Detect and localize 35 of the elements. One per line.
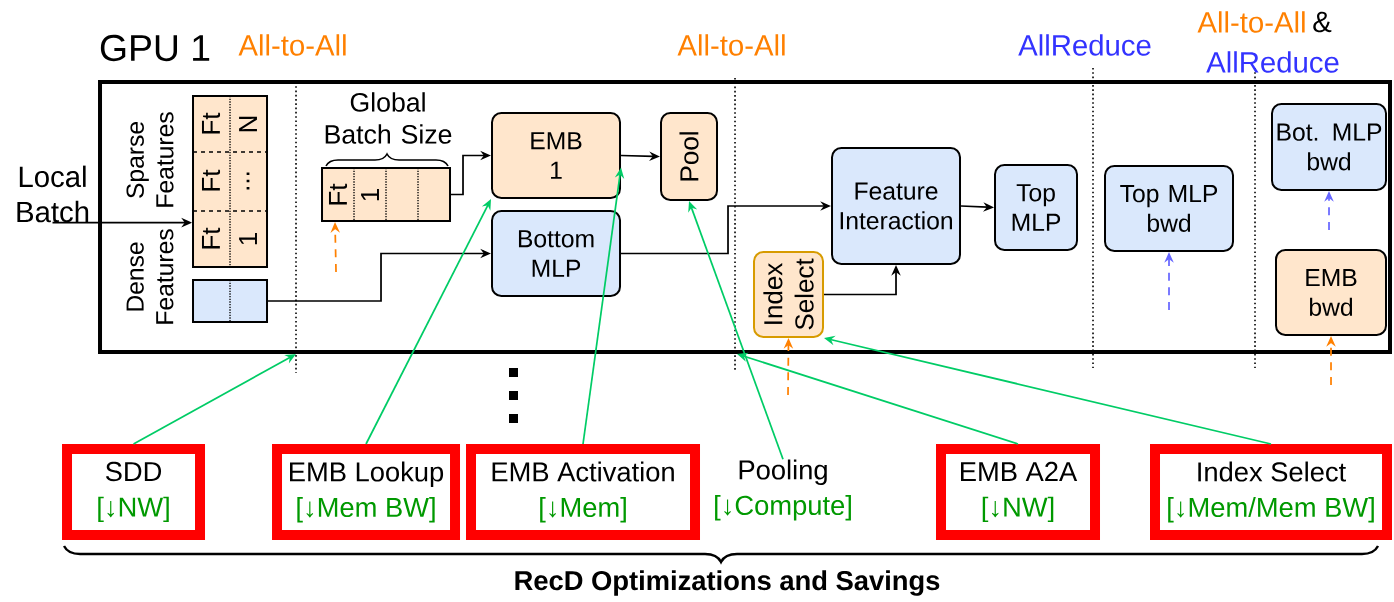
batch-label: Local Batch xyxy=(17,165,89,223)
feature-label: Dense Features xyxy=(126,229,174,324)
node-label: ... xyxy=(246,172,250,190)
node-label: Ft xyxy=(201,227,221,249)
communication-label: All-to-All xyxy=(1197,11,1305,33)
optimization-box: SDD [↓NW] xyxy=(62,444,205,540)
node-label: Ft xyxy=(201,112,221,134)
feature-label: Sparse Features xyxy=(126,112,174,207)
process-box: Bottom MLP xyxy=(491,210,621,297)
feature-table: Ft N Ft ... Ft 1 xyxy=(192,95,268,268)
communication-label: All-to-All xyxy=(238,34,346,56)
feature-table: Ft 1 xyxy=(321,167,451,222)
optimization-box: EMB Lookup [↓Mem BW] xyxy=(272,444,460,540)
communication-label: AllReduce xyxy=(1018,34,1151,56)
node-label: N xyxy=(239,116,257,132)
process-box: Pool xyxy=(660,112,718,201)
process-box: Top MLP bwd xyxy=(1104,165,1234,252)
process-box: EMB bwd xyxy=(1275,249,1387,336)
process-box: Top MLP xyxy=(994,164,1078,251)
process-box: EMB 1 xyxy=(491,112,621,199)
optimization-box: EMB A2A [↓NW] xyxy=(936,444,1100,540)
process-box: Bot. MLP bwd xyxy=(1271,103,1387,191)
communication-label: All-to-All xyxy=(677,34,785,56)
feature-label: Global Batch Size xyxy=(325,92,452,144)
communication-label: AllReduce xyxy=(1206,51,1339,73)
panel-title: GPU 1 xyxy=(100,34,210,62)
optimization-box: Index Select [↓Mem/Mem BW] xyxy=(1150,444,1392,540)
node-label: 1 xyxy=(239,233,257,245)
node-label: Ft xyxy=(201,169,221,191)
process-box: Feature Interaction xyxy=(831,147,961,265)
optimization-box: EMB Activation [↓Mem] xyxy=(466,444,700,540)
process-box: Index Select xyxy=(753,251,824,338)
communication-label: & xyxy=(1313,11,1332,33)
optimization-label: Pooling [↓Compute] xyxy=(715,459,851,521)
caption: RecD Optimizations and Savings xyxy=(515,570,940,596)
